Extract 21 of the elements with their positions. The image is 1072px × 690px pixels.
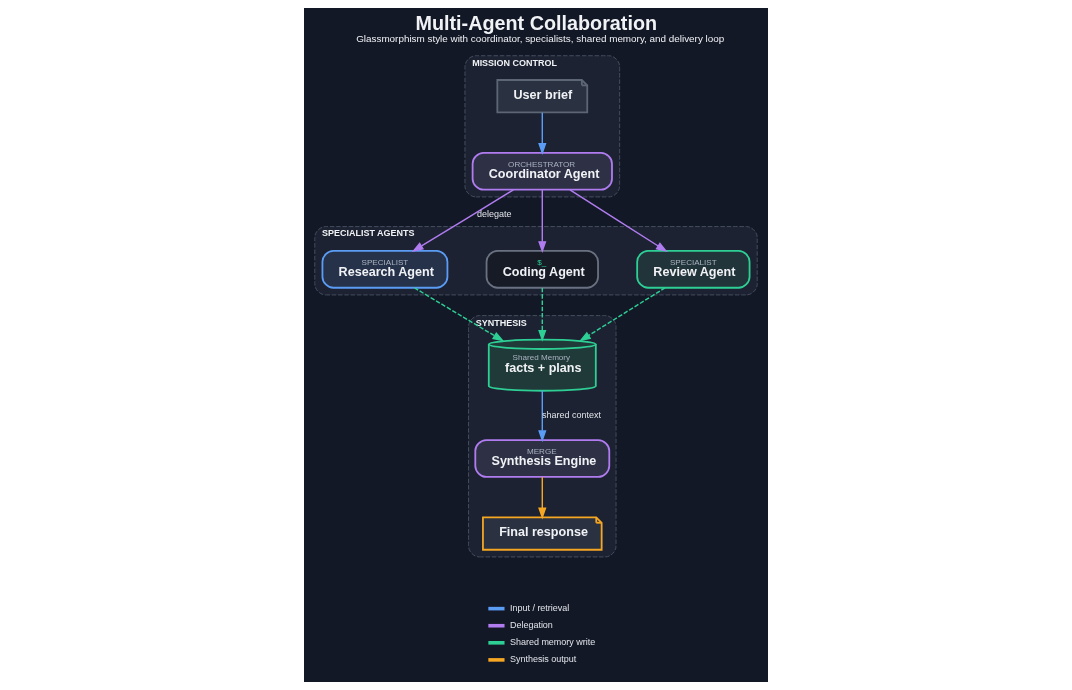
legend-label: Shared memory write xyxy=(509,637,596,648)
arrow xyxy=(411,189,515,252)
node-box: ORCHESTRATOR Coordinator Agent xyxy=(471,151,613,191)
node-box: SPECIALIST Review Agent xyxy=(636,249,751,289)
node-box: MERGE Synthesis Engine xyxy=(474,439,611,478)
legend-label: Delegation xyxy=(509,619,553,630)
arrow xyxy=(538,476,547,520)
arrow xyxy=(413,287,505,342)
legend-label: Synthesis output xyxy=(509,654,577,665)
arrow xyxy=(538,287,547,342)
arrow xyxy=(538,389,547,443)
edge-label: delegate xyxy=(476,208,512,219)
node-box: SPECIALIST Research Agent xyxy=(321,249,449,289)
arrow xyxy=(538,111,547,155)
node-box: $_ Coding Agent xyxy=(485,249,599,289)
caption: Glassmorphism style with coordinator, specialists, shared memory, and delivery loop xyxy=(356,33,725,45)
diagram-title: Multi-Agent Collaboration xyxy=(415,12,658,35)
arrow xyxy=(569,189,668,253)
legend-label: Input / retrieval xyxy=(509,602,570,613)
arrow xyxy=(579,287,666,342)
arrow xyxy=(538,189,547,254)
